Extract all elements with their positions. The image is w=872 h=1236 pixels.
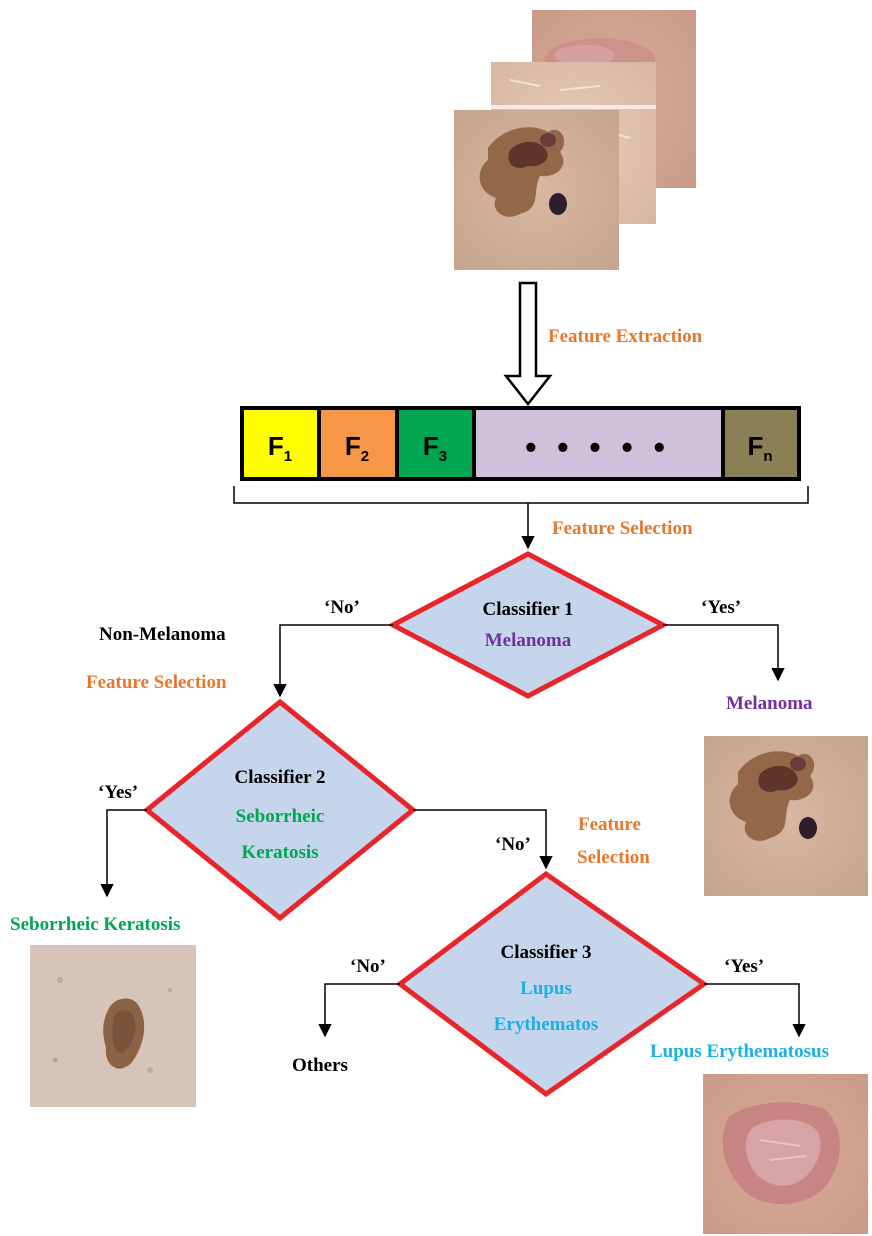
c2-no-label: ‘No’: [495, 834, 531, 855]
feature-f2-subscript: 2: [361, 448, 369, 465]
feature-f1-label: F: [268, 431, 284, 461]
c3-no-connector: [325, 984, 400, 1036]
input-image-stack: [454, 10, 696, 270]
feature-f1-subscript: 1: [284, 448, 292, 465]
others-outcome-label: Others: [292, 1055, 348, 1076]
c2-yes-connector: [107, 810, 147, 896]
classifier-1-diamond: [393, 554, 663, 696]
non-melanoma-label: Non-Melanoma: [99, 624, 226, 645]
melanoma-input-image: [454, 110, 619, 270]
c1-no-connector: [280, 625, 393, 696]
feature-f3-subscript: 3: [439, 448, 447, 465]
feature-vector-bracket: [234, 486, 808, 503]
feature-extraction-arrow: [506, 283, 550, 404]
c2-yes-label: ‘Yes’: [98, 782, 138, 803]
classifier-1-title: Classifier 1: [483, 599, 574, 620]
classifier-2-title: Classifier 2: [235, 767, 326, 788]
feature-selection-label-left: Feature Selection: [86, 672, 227, 693]
feature-fn-subscript: n: [763, 448, 772, 465]
c1-yes-label: ‘Yes’: [701, 597, 741, 618]
c1-no-label: ‘No’: [324, 597, 360, 618]
lupus-outcome-label: Lupus Erythematosus: [650, 1041, 829, 1062]
feature-selection-label-top: Feature Selection: [552, 518, 693, 539]
feature-f3-label: F: [423, 431, 439, 461]
feature-selection-label-right-line2: Selection: [577, 847, 650, 868]
feature-fn-label: F: [747, 431, 763, 461]
classifier-1-target: Melanoma: [485, 630, 572, 651]
feature-extraction-label: Feature Extraction: [548, 326, 703, 347]
classifier-2-target-line1: Seborrheic: [236, 806, 325, 827]
melanoma-outcome-label: Melanoma: [726, 693, 813, 714]
classifier-2-target-line2: Keratosis: [241, 842, 318, 863]
classifier-3-target-line1: Lupus: [520, 978, 572, 999]
feature-vector: F1 F2 F3 • • • • • Fn: [242, 408, 799, 479]
lupus-output-image: [703, 1074, 868, 1234]
seborrheic-output-image: [30, 945, 196, 1107]
c1-yes-connector: [663, 625, 778, 680]
melanoma-output-image: [704, 736, 868, 896]
classifier-3-title: Classifier 3: [501, 942, 592, 963]
c3-yes-connector: [704, 984, 799, 1036]
c3-yes-label: ‘Yes’: [724, 956, 764, 977]
feature-selection-label-right-line1: Feature: [578, 814, 641, 835]
feature-dots-label: • • • • •: [525, 429, 671, 465]
feature-f2-label: F: [345, 431, 361, 461]
seborrheic-outcome-label: Seborrheic Keratosis: [10, 914, 180, 935]
c3-no-label: ‘No’: [350, 956, 386, 977]
classifier-3-target-line2: Erythematos: [494, 1014, 598, 1035]
